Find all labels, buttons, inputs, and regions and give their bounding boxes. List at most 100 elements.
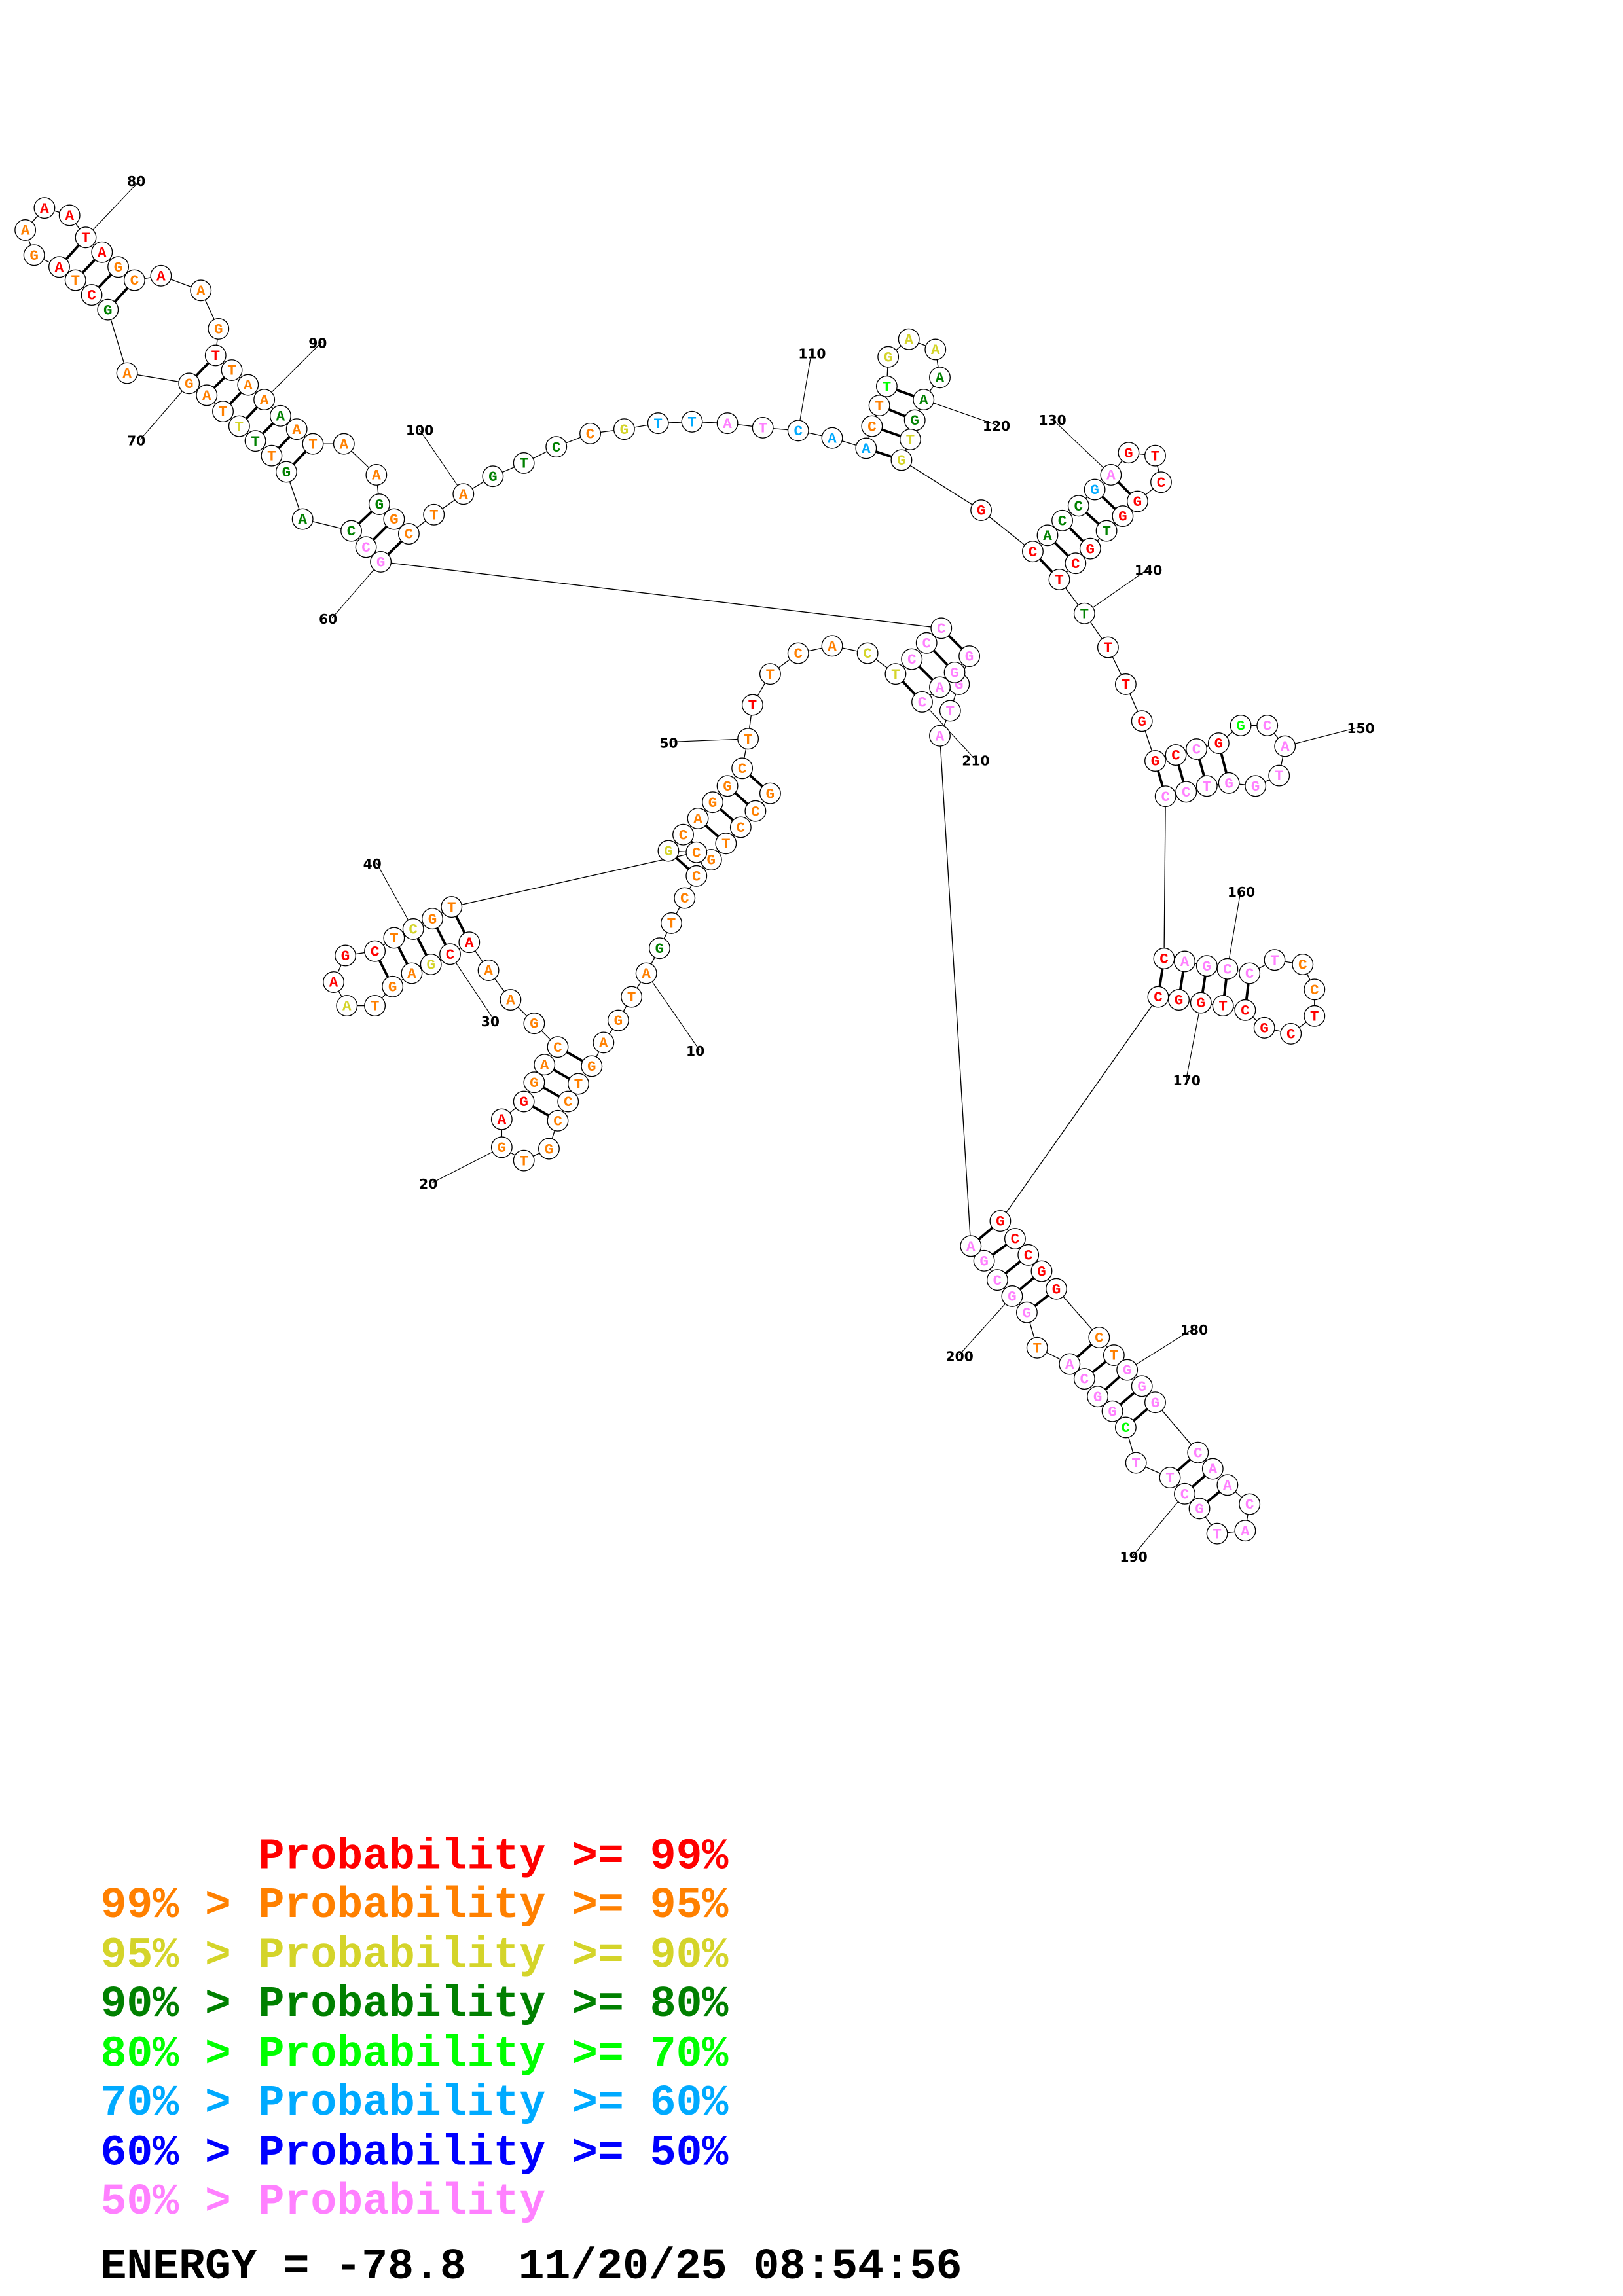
nucleotide-circle (244, 430, 266, 452)
nucleotide-circle (613, 418, 635, 440)
nucleotide: T (228, 415, 250, 437)
nucleotide-circle (1095, 520, 1118, 542)
nucleotide-letter: A (459, 486, 468, 503)
nucleotide-circle (1174, 1482, 1195, 1505)
label-leader-line (450, 954, 495, 1021)
nucleotide: A (253, 389, 276, 411)
nucleotide-circle (911, 691, 933, 713)
nucleotide-circle (884, 663, 907, 685)
label-leader-line (1051, 418, 1112, 475)
nucleotide-letter: C (1074, 498, 1084, 515)
nucleotide-circle (898, 328, 920, 350)
nucleotide-circle (1131, 1375, 1153, 1397)
nucleotide: A (1036, 524, 1059, 547)
base-pair-bond (1157, 770, 1164, 787)
nucleotide: G (208, 317, 230, 340)
nucleotide-circle (1216, 1474, 1239, 1496)
nucleotide: C (547, 1109, 569, 1132)
nucleotide: A (1234, 1520, 1256, 1542)
nucleotide-letter: T (1080, 605, 1089, 622)
nucleotide-circle (716, 412, 739, 435)
nucleotide: T (261, 444, 283, 467)
nucleotide: A (269, 404, 291, 427)
nucleotide-circle (523, 1013, 545, 1035)
nucleotide-circle (402, 918, 424, 940)
nucleotide-letter: G (614, 1013, 623, 1030)
nucleotide-letter: T (906, 432, 915, 449)
nucleotide: G (1144, 1391, 1166, 1414)
nucleotide-letter: A (966, 1238, 976, 1255)
nucleotide-circle (323, 971, 344, 993)
nucleotide-circle (368, 493, 390, 515)
base-pair-bond (397, 946, 409, 965)
nucleotide-letter: C (552, 439, 561, 456)
nucleotide-circle (1154, 785, 1176, 808)
base-pair-bond (1176, 1458, 1192, 1472)
nucleotide-circle (929, 367, 951, 389)
nucleotide-letter: G (1108, 1403, 1117, 1420)
nucleotide: C (1022, 541, 1044, 563)
nucleotide-circle (1114, 1416, 1137, 1439)
nucleotide: A (1059, 1353, 1081, 1375)
nucleotide-circle (877, 346, 900, 368)
nucleotide: G (1112, 505, 1134, 528)
nucleotide: G (1207, 732, 1230, 754)
nucleotide-circle (269, 404, 291, 427)
nucleotide: C (729, 816, 752, 838)
nucleotide: G (368, 493, 390, 515)
nucleotide-letter: T (211, 348, 221, 365)
nucleotide: T (621, 986, 643, 1008)
nucleotide-letter: T (219, 404, 228, 421)
nucleotide: C (1234, 999, 1256, 1021)
position-label: 90 (308, 336, 327, 351)
nucleotide: A (1201, 1458, 1224, 1480)
nucleotide-letter: T (1203, 778, 1212, 795)
position-label: 150 (1347, 721, 1374, 736)
nucleotide-letter: T (390, 930, 399, 947)
position-label: 80 (127, 173, 145, 189)
backbone-segment (1055, 1288, 1100, 1338)
nucleotide: A (285, 418, 308, 440)
nucleotide: T (1268, 764, 1290, 787)
nucleotide-letter: G (530, 1075, 539, 1092)
nucleotide-circle (581, 1055, 603, 1077)
nucleotide-letter: A (372, 467, 381, 484)
nucleotide: T (875, 375, 898, 397)
nucleotide-letter: G (708, 795, 718, 812)
nucleotide-letter: A (599, 1035, 608, 1052)
nucleotide: A (635, 962, 657, 984)
base-pair-bond (991, 1244, 1008, 1256)
nucleotide-circle (729, 816, 752, 838)
nucleotide-circle (900, 428, 921, 450)
nucleotide-letter: T (519, 456, 528, 473)
nucleotide-letter: C (1223, 961, 1232, 978)
backbone-segment (1000, 996, 1159, 1221)
nucleotide-circle (890, 449, 913, 471)
nucleotide: C (1292, 954, 1314, 975)
nucleotide-letter: C (1159, 951, 1169, 968)
legend-label: Probability >= 80% (259, 1980, 729, 2029)
nucleotide: C (1067, 495, 1089, 517)
nucleotide: T (1264, 949, 1286, 971)
nucleotide-letter: C (405, 526, 414, 543)
nucleotide-letter: T (1104, 639, 1113, 656)
probability-legend: Probability >= 99% 99% >Probability >= 9… (101, 1833, 962, 2291)
nucleotide-circle (1206, 1522, 1228, 1545)
nucleotide-letter: C (1171, 747, 1180, 764)
nucleotide-letter: G (884, 349, 893, 366)
nucleotide-letter: T (1131, 1455, 1140, 1472)
nucleotide-circle (14, 219, 37, 241)
nucleotide: A (14, 219, 37, 241)
nucleotide-circle (1126, 490, 1148, 512)
nucleotide: C (557, 1090, 579, 1113)
legend-row: 70% >Probability >= 60% (101, 2079, 729, 2128)
nucleotide-letter: G (977, 503, 986, 520)
nucleotide-letter: C (130, 272, 139, 289)
nucleotide-letter: G (1195, 1501, 1204, 1518)
nucleotide: G (482, 465, 504, 488)
nucleotide-letter: T (1218, 998, 1228, 1015)
nucleotide: C (439, 943, 461, 965)
nucleotide: G (1030, 1260, 1053, 1282)
nucleotide-letter: G (1151, 753, 1160, 770)
nucleotide-letter: C (347, 523, 356, 540)
